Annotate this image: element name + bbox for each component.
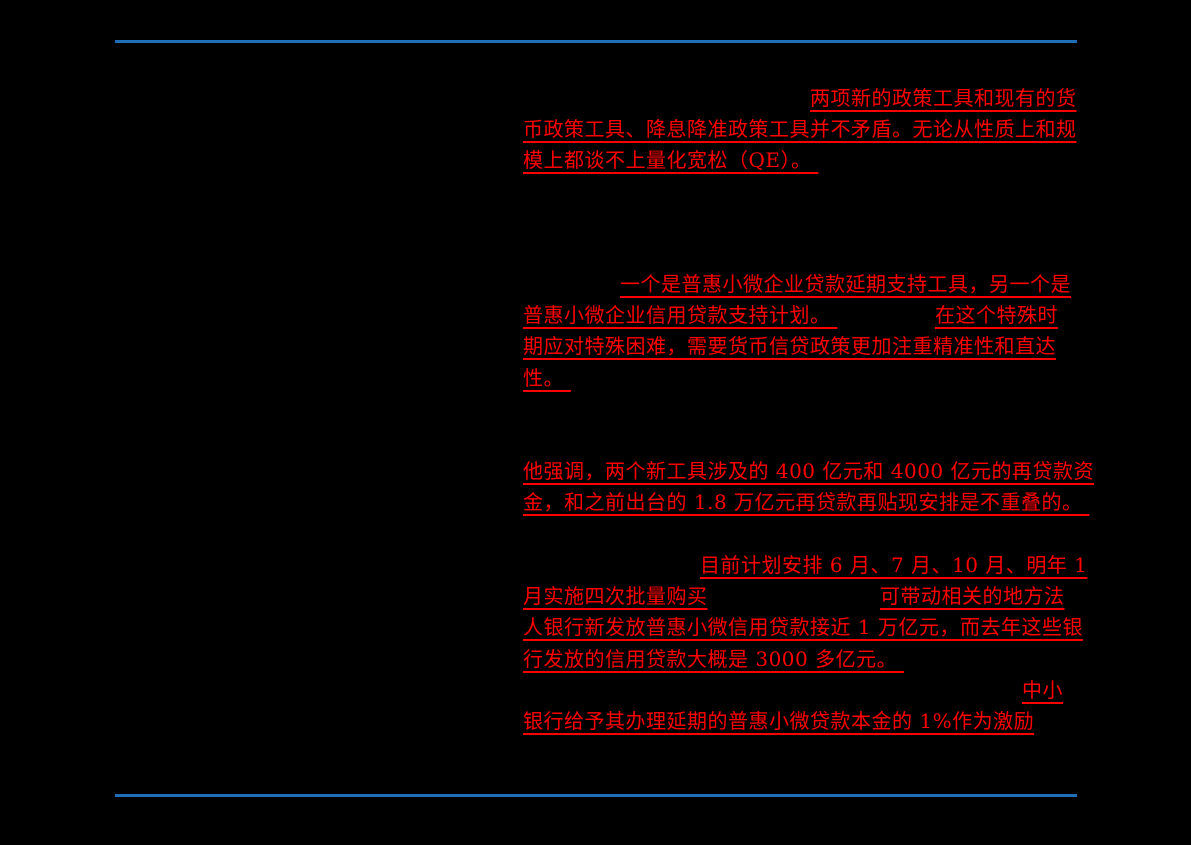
text-line: 他强调，两个新工具涉及的 400 亿元和 4000 亿元的再贷款资 (523, 459, 1095, 483)
text-line: 两项新的政策工具和现有的货 (810, 86, 1077, 110)
text-line: 月实施四次批量购买 (523, 584, 708, 608)
text-line: 金，和之前出台的 1.8 万亿元再贷款再贴现安排是不重叠的。 (523, 490, 1090, 514)
text-line: 普惠小微企业信用贷款支持计划。 (523, 303, 838, 327)
text-line: 性。 (523, 366, 571, 390)
text-line: 一个是普惠小微企业贷款延期支持工具，另一个是 (620, 272, 1071, 296)
text-line: 在这个特殊时 (935, 303, 1058, 327)
header-divider-line (115, 40, 1077, 43)
text-line: 银行给予其办理延期的普惠小微贷款本金的 1%作为激励 (523, 709, 1035, 733)
text-line: 币政策工具、降息降准政策工具并不矛盾。无论从性质上和规 (523, 117, 1077, 141)
footer-divider-line (115, 794, 1077, 797)
text-line: 可带动相关的地方法 (880, 584, 1065, 608)
text-line: 行发放的信用贷款大概是 3000 多亿元。 (523, 647, 904, 671)
text-line: 期应对特殊困难，需要货币信贷政策更加注重精准性和直达 (523, 334, 1056, 358)
text-line: 目前计划安排 6 月、7 月、10 月、明年 1 (700, 553, 1088, 577)
text-line: 人银行新发放普惠小微信用贷款接近 1 万亿元，而去年这些银 (523, 615, 1083, 639)
text-line: 模上都谈不上量化宽松（QE）。 (523, 148, 819, 172)
text-line: 中小 (1022, 678, 1063, 702)
